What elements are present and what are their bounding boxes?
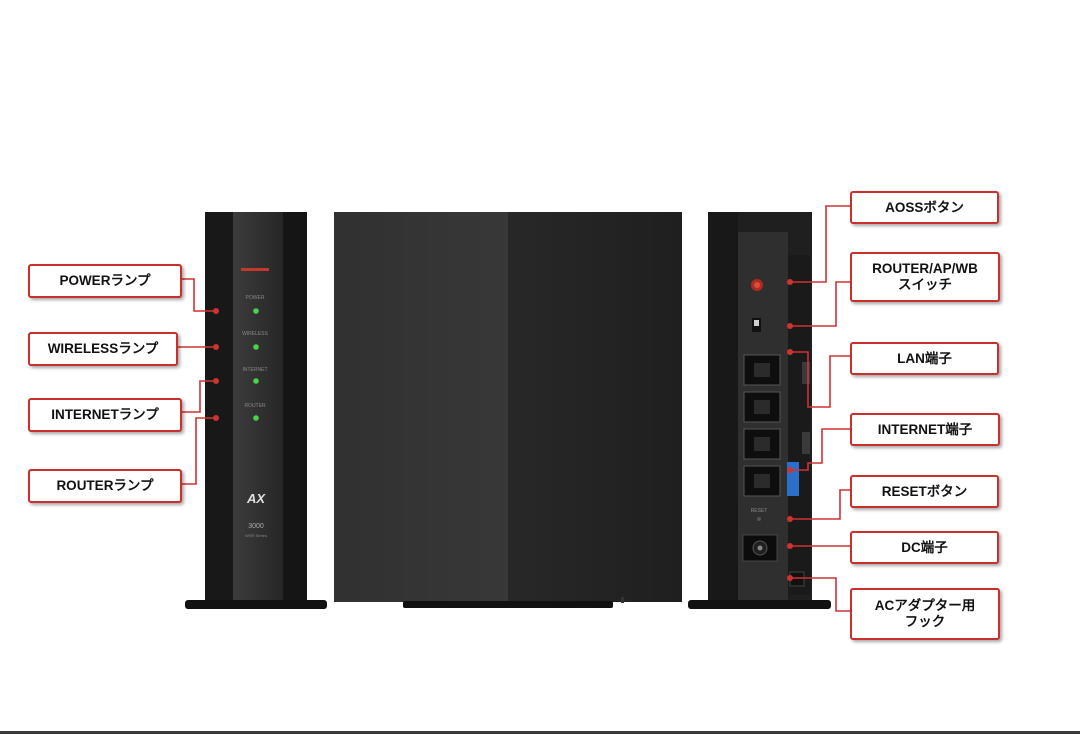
- callout-aoss-button: AOSSボタン: [850, 191, 999, 224]
- internet-led: [253, 378, 259, 384]
- callout-lan-port: LAN端子: [850, 342, 999, 375]
- callout-router-lamp: ROUTERランプ: [28, 469, 182, 503]
- led-label-power: POWER: [246, 295, 265, 301]
- led-label-wireless: WIRELESS: [242, 331, 269, 337]
- callout-internet-lamp: INTERNETランプ: [28, 398, 182, 432]
- callout-dc-port: DC端子: [850, 531, 999, 564]
- model-sub: WSR Series: [245, 533, 267, 538]
- internet-port-accent: [787, 462, 799, 496]
- callout-ac-adapter-hook: ACアダプター用 フック: [850, 588, 1000, 640]
- callout-reset-button: RESETボタン: [850, 475, 999, 508]
- model-number: 3000: [248, 523, 264, 530]
- led-label-router: ROUTER: [244, 403, 266, 409]
- led-label-internet: INTERNET: [243, 367, 268, 373]
- brand-logo: AX: [246, 491, 266, 506]
- power-led: [253, 308, 259, 314]
- router-side-view: [334, 212, 682, 608]
- wireless-led: [253, 344, 259, 350]
- status-bar-accent: [241, 268, 269, 271]
- stand-left: [185, 600, 327, 609]
- router-front-view: POWER WIRELESS INTERNET ROUTER AX 3000 W…: [185, 212, 327, 609]
- callout-internet-port: INTERNET端子: [850, 413, 1000, 446]
- router-rear-view: RESET: [688, 212, 831, 609]
- leader-dots-right: [787, 279, 793, 581]
- mode-switch-shape: [754, 320, 759, 326]
- bottom-border: [0, 731, 1080, 734]
- callout-wireless-lamp: WIRELESSランプ: [28, 332, 178, 366]
- callout-power-lamp: POWERランプ: [28, 264, 182, 298]
- leader-lines-left: [176, 278, 214, 485]
- leader-lines-right: [790, 205, 850, 612]
- router-led: [253, 415, 259, 421]
- reset-label: RESET: [751, 508, 768, 514]
- stand-right: [688, 600, 831, 609]
- stand-center: [403, 601, 613, 608]
- callout-mode-switch: ROUTER/AP/WB スイッチ: [850, 252, 1000, 302]
- leader-dots-left: [213, 308, 219, 421]
